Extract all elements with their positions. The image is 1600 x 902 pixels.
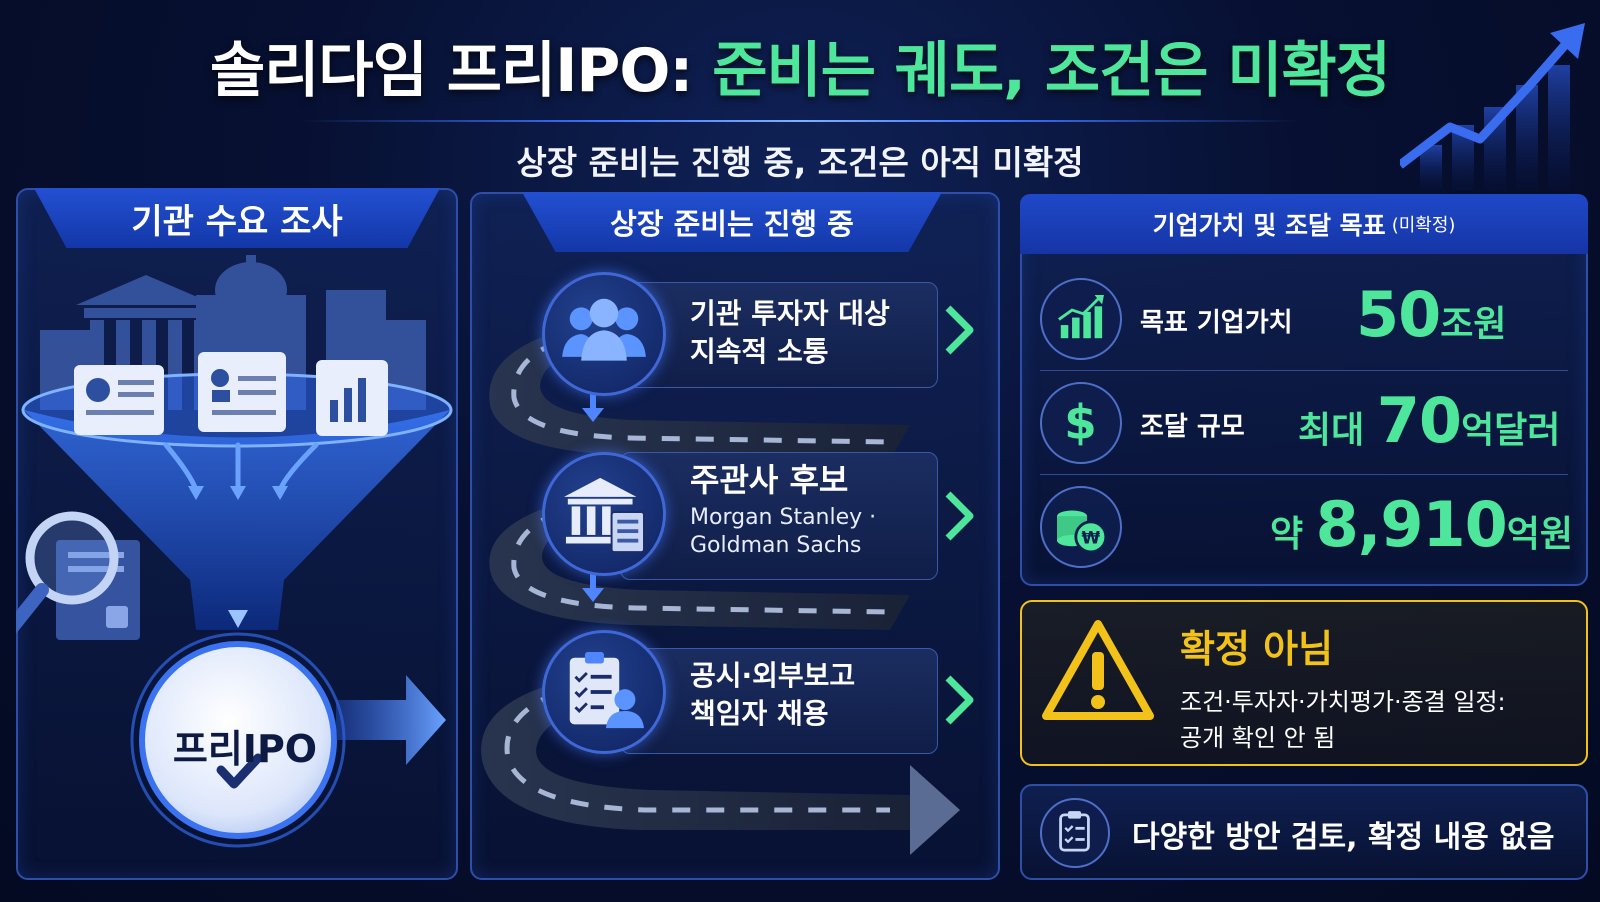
warning-line2: 공개 확인 안 됨 — [1180, 724, 1336, 752]
clipboard-icon — [1040, 798, 1110, 868]
title-main: 솔리다임 프리IPO: — [210, 36, 713, 106]
rising-chart-icon — [1400, 23, 1585, 190]
metric-unit: 조원 — [1440, 304, 1507, 345]
step2-sub1: Morgan Stanley · — [690, 505, 877, 530]
valuation-tab-note: (미확정) — [1391, 215, 1456, 236]
growth-chart-icon — [1040, 278, 1122, 360]
step-card-lead-managers — [620, 452, 938, 580]
won-coins-icon: ₩ — [1040, 486, 1122, 568]
metric-label-valuation: 목표 기업가치 — [1140, 308, 1293, 338]
document-cards — [74, 352, 388, 436]
step-card-investor-communication — [620, 282, 938, 388]
step1-line1: 기관 투자자 대상 — [690, 297, 890, 330]
metric-divider — [1040, 370, 1568, 371]
page-title: 솔리다임 프리IPO: 준비는 궤도, 조건은 미확정 — [0, 22, 1600, 109]
investors-icon — [542, 272, 666, 396]
warning-title: 확정 아님 — [1180, 627, 1334, 671]
warning-box — [1020, 600, 1588, 766]
valuation-tab: 기업가치 및 조달 목표(미확정) — [1020, 194, 1588, 254]
chevron-right-icon — [945, 675, 974, 725]
valuation-tab-label: 기업가치 및 조달 목표 — [1152, 211, 1386, 240]
metric-prefix: 약 — [1270, 514, 1316, 555]
institution-survey-tab: 기관 수요 조사 — [34, 188, 440, 248]
page-subtitle: 상장 준비는 진행 중, 조건은 아직 미확정 — [516, 143, 1084, 182]
dollar-icon: $ — [1040, 382, 1122, 464]
step3-line1: 공시·외부보고 — [690, 659, 856, 692]
step2-title: 주관사 후보 — [690, 461, 849, 499]
svg-text:$: $ — [1064, 395, 1097, 450]
bank-document-icon — [542, 452, 666, 576]
step-card-disclosure-hire — [620, 648, 938, 754]
chevron-right-icon — [945, 305, 974, 355]
metric-value-raise: 최대 70억달러 — [1298, 384, 1560, 457]
step3-line2: 책임자 채용 — [690, 697, 829, 730]
metric-number: 70 — [1376, 384, 1462, 457]
metric-prefix: 최대 — [1298, 410, 1377, 451]
warning-icon — [1042, 620, 1154, 720]
chevron-right-icon — [945, 491, 974, 541]
metric-value-valuation: 50조원 — [1356, 278, 1507, 351]
warning-line1: 조건·투자자·가치평가·종결 일정: — [1180, 688, 1506, 716]
svg-text:₩: ₩ — [1082, 527, 1101, 547]
magnifier-icon — [16, 511, 140, 640]
checklist-person-icon — [542, 630, 666, 754]
metric-number: 50 — [1356, 278, 1441, 351]
title-highlight: 준비는 궤도, 조건은 미확정 — [712, 36, 1391, 106]
preipo-label: 프리IPO — [172, 727, 318, 771]
metric-number: 8,910 — [1315, 488, 1508, 561]
metric-unit: 억원 — [1506, 514, 1574, 555]
metric-divider — [1040, 474, 1568, 475]
listing-prep-tab: 상장 준비는 진행 중 — [522, 192, 942, 252]
metric-label-raise: 조달 규모 — [1140, 412, 1245, 442]
metric-unit: 억달러 — [1461, 410, 1561, 451]
step1-line2: 지속적 소통 — [690, 335, 829, 368]
metric-value-krw: 약 8,910억원 — [1270, 488, 1573, 561]
step2-sub2: Goldman Sachs — [690, 533, 862, 558]
note-box — [1020, 784, 1588, 880]
note-text: 다양한 방안 검토, 확정 내용 없음 — [1132, 820, 1555, 855]
title-divider — [300, 120, 1300, 122]
funnel-illustration — [16, 255, 453, 848]
